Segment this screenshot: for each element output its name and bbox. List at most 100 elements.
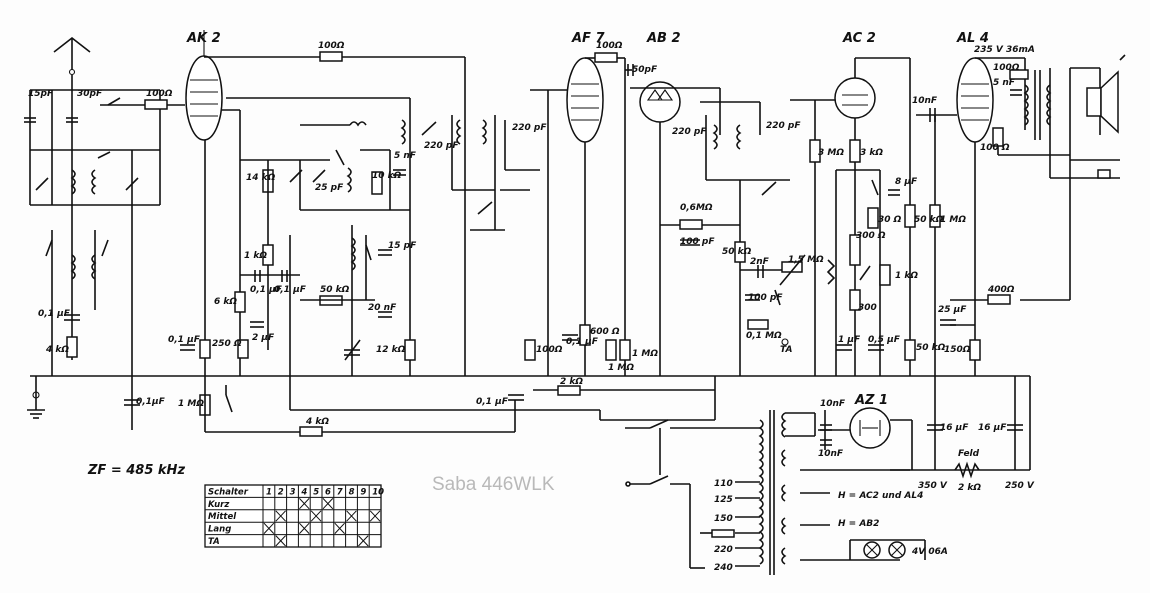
label-r100-top: 100Ω <box>318 41 345 51</box>
label-c05: 0,5 μF <box>868 335 901 345</box>
label-c01-left: 0,1 μF <box>38 309 71 319</box>
table-column-number: 9 <box>360 487 366 497</box>
label-c220-a: 220 pF <box>424 141 459 151</box>
label-r30: 30 Ω <box>878 215 902 225</box>
label-r100-af7b: 100Ω <box>536 345 563 355</box>
tap-labels: 110 125 150 220 240 <box>714 479 733 573</box>
label-r3k: 3 kΩ <box>860 148 883 158</box>
label-v250: 250 V <box>1005 481 1035 491</box>
tube-label-az1: AZ 1 <box>854 393 888 408</box>
label-c01-bottom: 0,1μF <box>136 397 166 407</box>
input-circuit <box>24 75 185 430</box>
label-c2: 2 μF <box>252 333 275 343</box>
label-c5nf: 5 nF <box>394 151 417 161</box>
label-c20nf: 20 nF <box>368 303 397 313</box>
table-column-number: 7 <box>337 487 343 497</box>
label-c1: 1 μF <box>838 335 861 345</box>
tube-al4 <box>956 57 994 143</box>
table-cross-mark <box>275 510 286 522</box>
table-header-label: Schalter <box>208 487 249 497</box>
af7-circuit <box>508 52 715 401</box>
tube-af7 <box>566 57 604 143</box>
tap-label: 150 <box>714 514 733 524</box>
label-r12k: 12 kΩ <box>376 345 406 355</box>
table-column-number: 2 <box>278 487 284 497</box>
tube-ak2 <box>185 30 223 141</box>
label-c01b: 0,1 μF <box>274 285 307 295</box>
tube-label-al4: AL 4 <box>956 31 989 46</box>
tube-ac2 <box>834 77 876 119</box>
label-r4k-bottom: 4 kΩ <box>305 417 329 427</box>
ac2-circuit <box>790 57 916 376</box>
table-column-number: 8 <box>349 487 355 497</box>
label-r600: 600 Ω <box>590 327 620 337</box>
table-column-number: 10 <box>372 487 384 497</box>
label-c25: 25 μF <box>938 305 967 315</box>
tube-ab2 <box>639 81 681 123</box>
label-c10nf-az2: 10nF <box>818 449 844 459</box>
label-r4k: 4 kΩ <box>45 345 69 355</box>
tube-label-ak2: AK 2 <box>186 31 221 46</box>
oscillator-circuit <box>289 121 416 376</box>
label-ta: TA <box>780 345 792 355</box>
label-r14k: 14 kΩ <box>246 173 276 183</box>
label-c100pf-b: 100 pF <box>748 293 783 303</box>
table-cross-mark <box>358 535 369 547</box>
label-c01a: 0,1 μF <box>250 285 283 295</box>
tap-label: 220 <box>714 545 733 555</box>
al4-circuit <box>916 54 1126 376</box>
power-supply <box>625 376 1031 575</box>
label-c220-b: 220 pF <box>512 123 547 133</box>
label-heater-ac2-al4: H = AC2 und AL4 <box>838 491 923 501</box>
label-feld: Feld <box>958 449 980 459</box>
label-c50pf: 50pF <box>632 65 658 75</box>
label-c16-b: 16 μF <box>978 423 1007 433</box>
ak2-circuit <box>180 51 600 437</box>
label-r100-ak2: 100Ω <box>146 89 173 99</box>
tap-label: 110 <box>714 479 733 489</box>
label-v350: 350 V <box>918 481 948 491</box>
label-r50k-b: 50 kΩ <box>914 215 944 225</box>
label-c220-d: 220 pF <box>766 121 801 131</box>
label-c10nf-az: 10nF <box>820 399 846 409</box>
table-column-number: 1 <box>266 487 272 497</box>
table-cross-mark <box>369 510 381 522</box>
label-r100-af7: 100Ω <box>596 41 623 51</box>
label-r100-al4: 100Ω <box>993 63 1020 73</box>
label-pot15: 1,5 MΩ <box>788 255 824 265</box>
label-r150: 150Ω <box>944 345 971 355</box>
tube-label-ac2: AC 2 <box>842 31 876 46</box>
label-c15pf: 15pF <box>28 89 54 99</box>
label-c2nf: 2nF <box>750 257 770 267</box>
label-r1k-ac2: 1 kΩ <box>895 271 918 281</box>
label-heater-ab2: H = AB2 <box>838 519 879 529</box>
label-r3m: 3 MΩ <box>818 148 844 158</box>
tap-label: 125 <box>714 495 733 505</box>
ab2-circuit <box>599 87 806 421</box>
label-r1m-b: 1 MΩ <box>940 215 966 225</box>
label-r300b: 300 <box>858 303 877 313</box>
label-r400: 400Ω <box>987 285 1015 295</box>
table-cross-mark <box>299 498 310 510</box>
table-cross-mark <box>275 535 286 547</box>
label-r1m-ak2: 1 MΩ <box>178 399 204 409</box>
tube-label-af7: AF 7 <box>571 31 605 46</box>
label-c16-a: 16 μF <box>940 423 969 433</box>
label-r1m-af7b: 1 MΩ <box>632 349 658 359</box>
table-cross-mark <box>310 510 322 522</box>
label-r300: 300 Ω <box>856 231 886 241</box>
table-column-number: 3 <box>290 487 296 497</box>
label-c5nf-al4: 5 nF <box>993 78 1016 88</box>
label-r50k-c: 50 kΩ <box>916 343 946 353</box>
label-c25pf: 25 pF <box>315 183 344 193</box>
component-labels: 15pF 30pF 100Ω 100Ω 0,1 μF 4 kΩ 0,1μF 14… <box>28 41 1035 557</box>
if-transformer-1 <box>400 115 540 231</box>
table-column-number: 4 <box>300 487 307 497</box>
watermark-text: Saba 446WLK <box>432 474 555 495</box>
label-c30pf: 30pF <box>77 89 103 99</box>
table-cross-mark <box>334 522 345 534</box>
table-cross-mark <box>263 522 275 534</box>
label-c220-c: 220 pF <box>672 127 707 137</box>
